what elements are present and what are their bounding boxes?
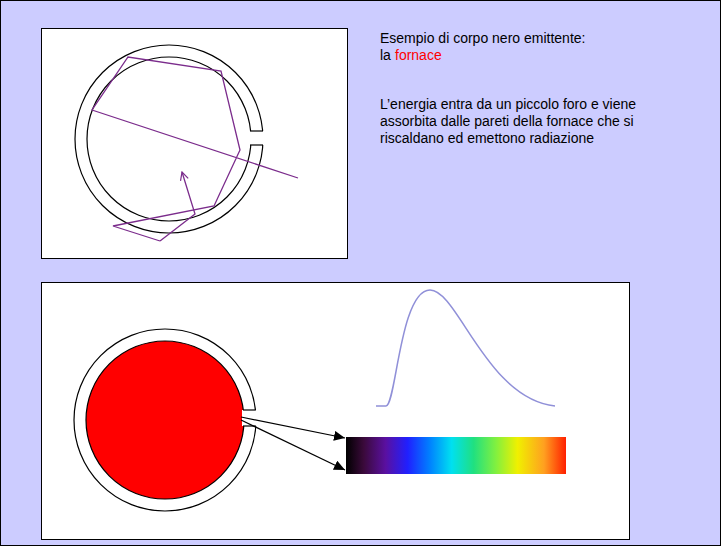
- label-text: L’energia entra da un piccolo foro e vie…: [380, 96, 665, 147]
- furnace-hole: [248, 131, 266, 145]
- light-ray: [160, 172, 195, 241]
- hot-furnace: [86, 341, 244, 499]
- furnace-outer-wall: [74, 329, 256, 511]
- planck-curve: [376, 290, 555, 406]
- spectrum-bar: [346, 437, 566, 474]
- light-ray: [92, 57, 298, 241]
- hole-edge: [250, 130, 263, 131]
- figure-panel: [42, 29, 348, 259]
- label-text: la: [380, 47, 391, 64]
- figure-panel: [42, 283, 630, 540]
- emission-arrow: [241, 420, 345, 470]
- hole-edge: [250, 144, 263, 145]
- label-text: Esempio di corpo nero emittente:: [380, 30, 585, 47]
- label-text: fornace: [395, 47, 442, 64]
- furnace-outer-wall: [75, 45, 263, 233]
- hole-edge: [243, 409, 256, 410]
